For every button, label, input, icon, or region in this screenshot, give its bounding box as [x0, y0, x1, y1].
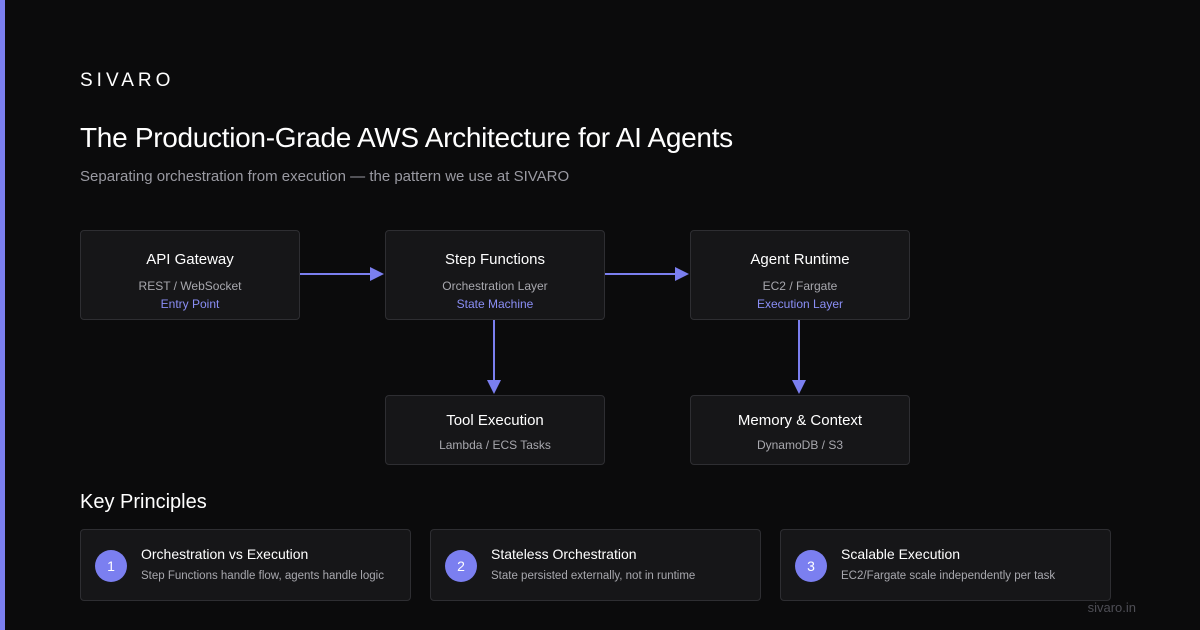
node-api-gateway: API Gateway REST / WebSocket Entry Point: [80, 230, 300, 320]
node-tag: Entry Point: [160, 297, 220, 311]
principle-title: Stateless Orchestration: [491, 546, 637, 562]
node-title: Agent Runtime: [750, 251, 850, 268]
node-agent-runtime: Agent Runtime EC2 / Fargate Execution La…: [690, 230, 910, 320]
brand-logo: SIVARO: [80, 70, 175, 91]
principle-card-2: 2 Stateless Orchestration State persiste…: [430, 529, 761, 601]
node-subtitle: Lambda / ECS Tasks: [439, 438, 551, 452]
node-tag: Execution Layer: [756, 297, 844, 311]
node-subtitle: DynamoDB / S3: [756, 438, 844, 452]
key-principles-heading: Key Principles: [80, 491, 207, 513]
principle-title: Scalable Execution: [841, 546, 961, 562]
node-title: Memory & Context: [737, 412, 863, 429]
arrow-runtime-to-memory: [792, 320, 806, 394]
node-subtitle: REST / WebSocket: [138, 279, 242, 293]
arrow-step-to-runtime: [605, 267, 689, 281]
node-title: Tool Execution: [446, 412, 544, 429]
arrow-step-to-tool: [487, 320, 501, 394]
page-title: The Production-Grade AWS Architecture fo…: [80, 122, 733, 153]
principle-description: Step Functions handle flow, agents handl…: [141, 570, 384, 582]
node-title: API Gateway: [146, 251, 234, 268]
node-memory-context: Memory & Context DynamoDB / S3: [690, 395, 910, 465]
accent-bar: [0, 0, 5, 630]
principle-number-badge: 1: [95, 550, 127, 582]
node-step-functions: Step Functions Orchestration Layer State…: [385, 230, 605, 320]
node-tool-execution: Tool Execution Lambda / ECS Tasks: [385, 395, 605, 465]
node-subtitle: Orchestration Layer: [442, 279, 548, 293]
principle-card-3: 3 Scalable Execution EC2/Fargate scale i…: [780, 529, 1111, 601]
arrow-api-to-step: [300, 267, 384, 281]
principle-number-badge: 2: [445, 550, 477, 582]
node-subtitle: EC2 / Fargate: [762, 279, 838, 293]
principle-card-1: 1 Orchestration vs Execution Step Functi…: [80, 529, 411, 601]
node-title: Step Functions: [444, 251, 546, 268]
node-tag: State Machine: [456, 297, 534, 311]
principle-title: Orchestration vs Execution: [141, 546, 309, 562]
footer-url: sivaro.in: [1087, 600, 1136, 615]
page-subtitle: Separating orchestration from execution …: [80, 168, 570, 185]
principle-description: EC2/Fargate scale independently per task: [841, 570, 1056, 582]
principle-number-badge: 3: [795, 550, 827, 582]
principle-description: State persisted externally, not in runti…: [491, 570, 696, 582]
